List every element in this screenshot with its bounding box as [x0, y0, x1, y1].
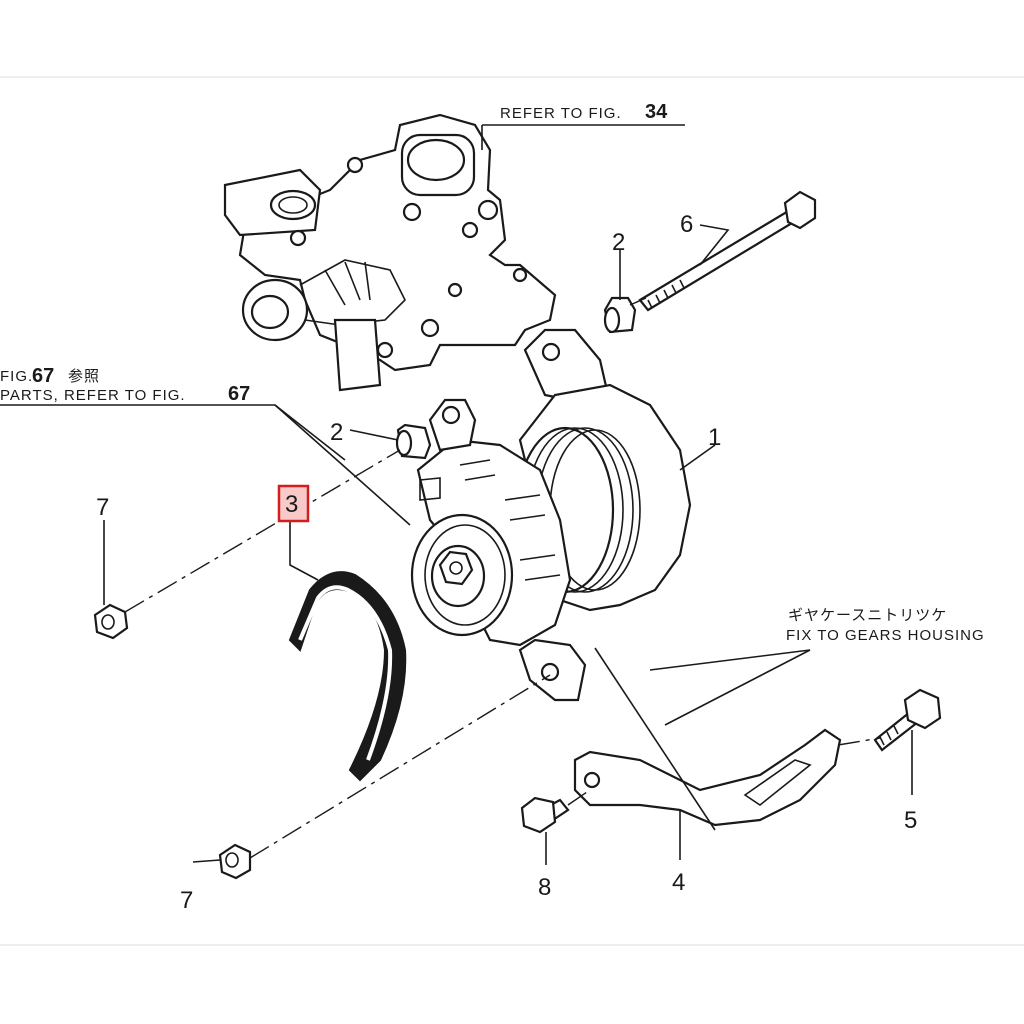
adjusting-bracket: [573, 728, 842, 827]
gears-housing-jp: ギヤケースニトリツケ: [788, 607, 947, 624]
callout-3-highlight-box: [277, 484, 310, 523]
parts-refer-fig-67-label: PARTS, REFER TO FIG. 67: [0, 383, 250, 405]
alternator: [410, 328, 692, 702]
fig67-left-text: FIG.: [0, 368, 33, 385]
refer-fig34-text: REFER TO FIG.: [500, 105, 622, 122]
long-bolt: [638, 190, 817, 312]
spacer-collar-upper: [603, 296, 637, 334]
gears-housing-label: ギヤケースニトリツケ FIX TO GEARS HOUSING: [786, 607, 985, 644]
callout-2-lower: 2: [330, 419, 343, 446]
callout-4: 4: [672, 869, 685, 896]
fig-67-left-label: FIG. 67 参照: [0, 365, 100, 387]
parts-refer-number: 67: [228, 383, 250, 405]
assembly-center-lines: [124, 297, 881, 859]
bolt-5: [873, 688, 942, 752]
v-belt: [288, 571, 407, 782]
callout-3: 3: [285, 491, 298, 518]
callout-8: 8: [538, 874, 551, 901]
gears-housing-en: FIX TO GEARS HOUSING: [786, 627, 985, 644]
parts-refer-text: PARTS, REFER TO FIG.: [0, 387, 186, 404]
fig67-left-number: 67: [32, 365, 54, 387]
callout-1: 1: [708, 424, 721, 451]
callout-2-upper: 2: [612, 229, 625, 256]
flange-nut-bottom: [218, 843, 252, 880]
refer-fig34-number: 34: [645, 101, 668, 123]
flange-nut-left: [93, 603, 129, 640]
water-pump-assembly: [223, 113, 557, 392]
callout-5: 5: [904, 807, 917, 834]
callout-6: 6: [680, 211, 693, 238]
bolt-8: [520, 796, 570, 834]
fig67-left-suffix: 参照: [68, 368, 100, 385]
leader-lines: [0, 124, 913, 865]
callout-7-upper: 7: [96, 494, 109, 521]
callout-7-lower: 7: [180, 887, 193, 914]
spacer-collar-lower: [395, 423, 432, 460]
refer-to-fig-34-label: REFER TO FIG. 34: [500, 101, 668, 123]
